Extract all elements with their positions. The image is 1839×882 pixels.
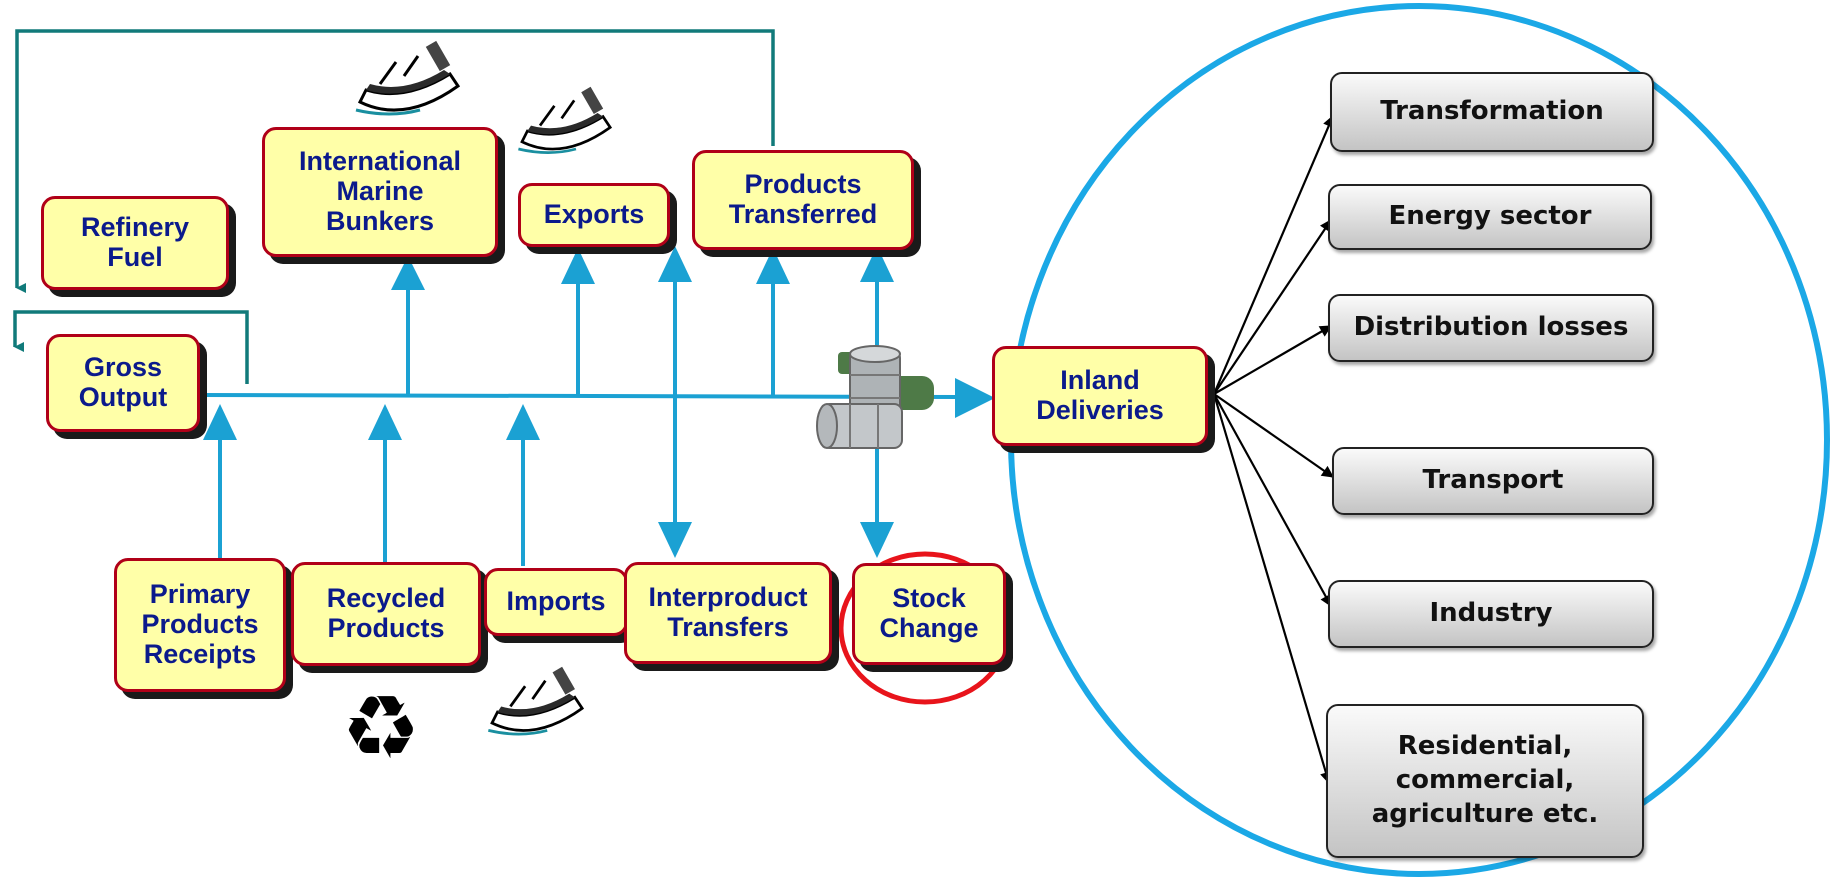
arrow-to-residential [1212,393,1332,785]
feedback-lines [13,29,775,384]
main-flow-line [199,393,961,399]
refinery-fuel-box: Refinery Fuel [41,196,229,290]
international-marine-bunkers-label: International Marine Bunkers [298,146,461,236]
tanker-ship-icon [355,40,461,116]
arrow-to-energy-sector [1213,219,1332,395]
oil-barrels-icon [816,345,934,449]
arrow-to-transformation [1212,114,1335,395]
sector-energy-sector-box: Energy sector [1328,184,1652,250]
sector-residential-label: Residential, commercial, agriculture etc… [1371,731,1599,829]
recycle-icon: ♻ [342,676,421,779]
sector-transformation-box: Transformation [1330,72,1654,152]
inland-deliveries-label: Inland Deliveries [1036,365,1164,425]
sector-industry-label: Industry [1429,598,1553,629]
interproduct-transfers-label: Interproduct Transfers [648,582,808,642]
main-flow-arrowhead [955,378,995,418]
sector-distribution-losses-label: Distribution losses [1353,312,1629,343]
inland-deliveries-box: Inland Deliveries [992,346,1208,446]
international-marine-bunkers-box: International Marine Bunkers [262,127,498,257]
gross-output-box: Gross Output [46,334,200,432]
recycled-products-label: Recycled Products [326,583,446,643]
feedback-line-gross [13,310,249,384]
products-transferred-box: Products Transferred [692,150,914,250]
tanker-ship-icon [518,86,613,154]
interproduct-transfers-box: Interproduct Transfers [624,562,832,664]
sector-arrows [1212,114,1335,785]
exports-box: Exports [518,183,670,247]
products-transferred-label: Products Transferred [728,169,878,229]
feedback-line-top [15,29,775,293]
recycled-products-box: Recycled Products [291,562,481,666]
imports-box: Imports [484,568,628,636]
flow-arrows [199,246,995,566]
arrow-to-industry [1213,393,1332,608]
stock-change-label: Stock Change [879,583,979,643]
arrow-to-transport [1213,393,1334,478]
arrow-to-distribution-losses [1213,325,1333,395]
sector-industry-box: Industry [1328,580,1654,648]
sector-distribution-losses-box: Distribution losses [1328,294,1654,362]
refinery-fuel-label: Refinery Fuel [80,212,190,272]
sector-transport-box: Transport [1332,447,1654,515]
imports-label: Imports [506,586,606,617]
sector-transformation-label: Transformation [1380,96,1604,127]
stock-change-box: Stock Change [852,563,1006,665]
tanker-ship-icon [488,666,585,736]
stock-change-highlight-ring [838,551,1012,705]
sector-energy-sector-label: Energy sector [1388,201,1592,232]
primary-products-receipts-box: Primary Products Receipts [114,558,286,692]
sector-residential-box: Residential, commercial, agriculture etc… [1326,704,1644,858]
gross-output-label: Gross Output [78,352,168,412]
sector-transport-label: Transport [1422,465,1564,496]
exports-label: Exports [543,199,645,230]
primary-products-receipts-label: Primary Products Receipts [141,579,259,669]
